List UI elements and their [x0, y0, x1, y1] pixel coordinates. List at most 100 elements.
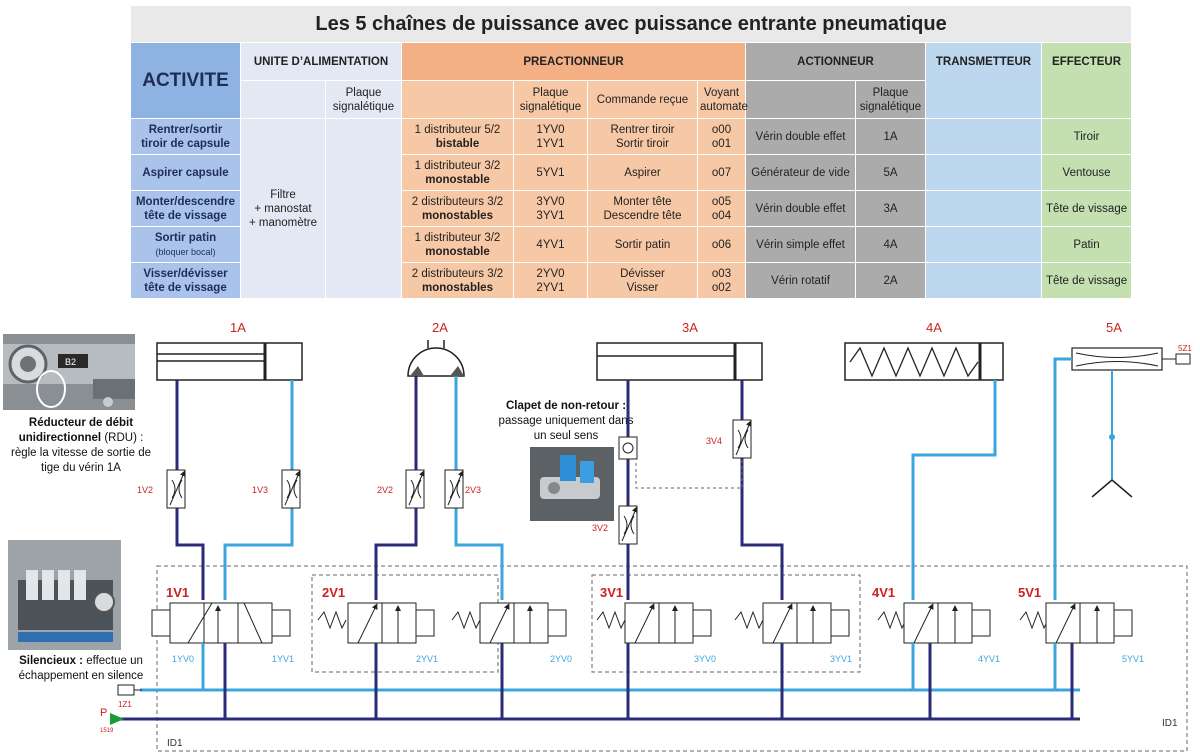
cell-commande: Sortir patin	[587, 226, 698, 263]
label-id1-right: ID1	[1162, 718, 1178, 729]
cell-commande-line: Descendre tête	[603, 209, 682, 222]
subheader-unite-blank	[240, 80, 326, 119]
cell-distributeur-line: monostables	[422, 209, 493, 222]
cell-distributeur-line: monostables	[422, 281, 493, 294]
subheader-actn-plaque: Plaque signalétique	[855, 80, 926, 119]
cell-actionneur-line: Vérin rotatif	[771, 274, 830, 287]
cell-effecteur-line: Tête de vissage	[1045, 274, 1128, 287]
label-4v1: 4V1	[872, 585, 895, 600]
cell-activite: Aspirer capsule	[130, 154, 241, 191]
summary-table: Les 5 chaînes de puissance avec puissanc…	[129, 5, 1133, 299]
rdu-title: Réducteur de débit unidirectionnel	[18, 417, 134, 444]
cell-pre-plaque: 4YV1	[513, 226, 588, 263]
cell-commande: Aspirer	[587, 154, 698, 191]
cell-act-plaque-line: 4A	[883, 238, 898, 251]
label-3yv0: 3YV0	[694, 654, 716, 664]
supply-symbol	[110, 713, 124, 725]
silencieux-note: Silencieux : effectue un échappement en …	[6, 654, 156, 684]
cell-activite-line: tête de vissage	[144, 281, 227, 294]
cell-alimentation-line: + manostat	[254, 202, 312, 215]
cell-act-plaque: 3A	[855, 190, 926, 227]
cell-activite-line: (bloquer bocal)	[155, 246, 216, 257]
cell-pre-plaque-line: 4YV1	[536, 238, 565, 251]
silencer-symbol	[117, 684, 142, 696]
label-supply-sub: 1519	[100, 728, 114, 734]
rdu-desc: règle la vitesse de sortie de tige du vé…	[11, 447, 151, 474]
cell-actionneur-line: Générateur de vide	[751, 166, 850, 179]
label-supply-p: P	[100, 707, 107, 719]
cell-pre-plaque-line: 5YV1	[536, 166, 565, 179]
table-row: Sortir patin(bloquer bocal)1 distributeu…	[130, 226, 1133, 263]
cell-activite-line: Visser/dévisser	[143, 267, 228, 280]
cell-act-plaque-line: 3A	[883, 202, 898, 215]
label-1a: 1A	[230, 320, 246, 335]
restrictor-3v4	[732, 419, 752, 459]
cell-distributeur-line: monostable	[425, 173, 490, 186]
cell-voyant-line: o01	[711, 137, 732, 150]
cell-pre-plaque-line: 2YV1	[536, 281, 565, 294]
header-transmetteur: TRANSMETTEUR	[925, 42, 1042, 119]
cell-alimentation-line: + manomètre	[248, 216, 318, 229]
label-3a: 3A	[682, 320, 698, 335]
cell-act-plaque: 2A	[855, 262, 926, 299]
cell-voyant-line: o00	[711, 123, 732, 136]
label-3v2: 3V2	[592, 523, 608, 533]
cell-voyant-line: o04	[711, 209, 732, 222]
subheader-actn-blank	[745, 80, 856, 119]
label-2v2: 2V2	[377, 485, 393, 495]
valve-body-3v1-b	[734, 602, 850, 719]
cell-voyant: o07	[697, 154, 746, 191]
clapet-title: Clapet de non-retour :	[505, 400, 627, 412]
cell-commande-line: Dévisser	[620, 267, 665, 280]
cell-pre-plaque-line: 2YV0	[536, 267, 565, 280]
subheader-commande: Commande reçue	[587, 80, 698, 119]
cylinder-4a	[844, 342, 1004, 381]
cell-voyant-line: o06	[711, 238, 732, 251]
rotary-actuator-2a	[407, 340, 465, 377]
cell-activite-line: tiroir de capsule	[141, 137, 230, 150]
subheader-unite-plaque: Plaque signalétique	[325, 80, 402, 119]
label-2v1: 2V1	[322, 585, 345, 600]
label-1yv0: 1YV0	[172, 654, 194, 664]
cell-alimentation: Filtre+ manostat+ manomètre	[240, 118, 326, 299]
label-1yv1: 1YV1	[272, 654, 294, 664]
silencieux-desc: effectue un échappement en silence	[18, 655, 144, 682]
vacuum-generator-5a	[1071, 347, 1191, 498]
label-1v1: 1V1	[166, 585, 189, 600]
cylinder-3a	[596, 342, 763, 381]
label-3v4: 3V4	[706, 436, 722, 446]
cylinder-1a	[156, 342, 303, 381]
cell-voyant-line: o07	[711, 166, 732, 179]
cell-act-plaque-line: 5A	[883, 166, 898, 179]
cell-act-plaque: 4A	[855, 226, 926, 263]
group-3v1-frame	[591, 574, 861, 673]
cell-actionneur-line: Vérin simple effet	[756, 238, 845, 251]
subheader-pre-blank	[401, 80, 514, 119]
cell-effecteur: Patin	[1040, 226, 1133, 263]
summary-table-wrap: Les 5 chaînes de puissance avec puissanc…	[129, 5, 1133, 299]
label-2a: 2A	[432, 320, 448, 335]
cell-transmetteur	[925, 262, 1042, 299]
cell-effecteur: Tête de vissage	[1040, 262, 1133, 299]
cell-distributeur-line: 1 distributeur 5/2	[414, 123, 501, 136]
cell-pre-plaque: 5YV1	[513, 154, 588, 191]
subheader-voyant: Voyant automate	[697, 80, 748, 119]
cell-activite-line: Rentrer/sortir	[148, 123, 223, 136]
cell-distributeur-line: 2 distributeurs 3/2	[411, 267, 504, 280]
cell-pre-plaque-line: 1YV1	[536, 137, 565, 150]
silencieux-photo	[8, 540, 121, 650]
cell-actionneur: Vérin double effet	[745, 118, 856, 155]
rdu-abbr: (RDU) :	[104, 432, 144, 444]
cell-activite-line: Sortir patin	[154, 231, 217, 244]
cell-distributeur-line: monostable	[425, 245, 490, 258]
valve-body-1v1	[151, 602, 291, 719]
